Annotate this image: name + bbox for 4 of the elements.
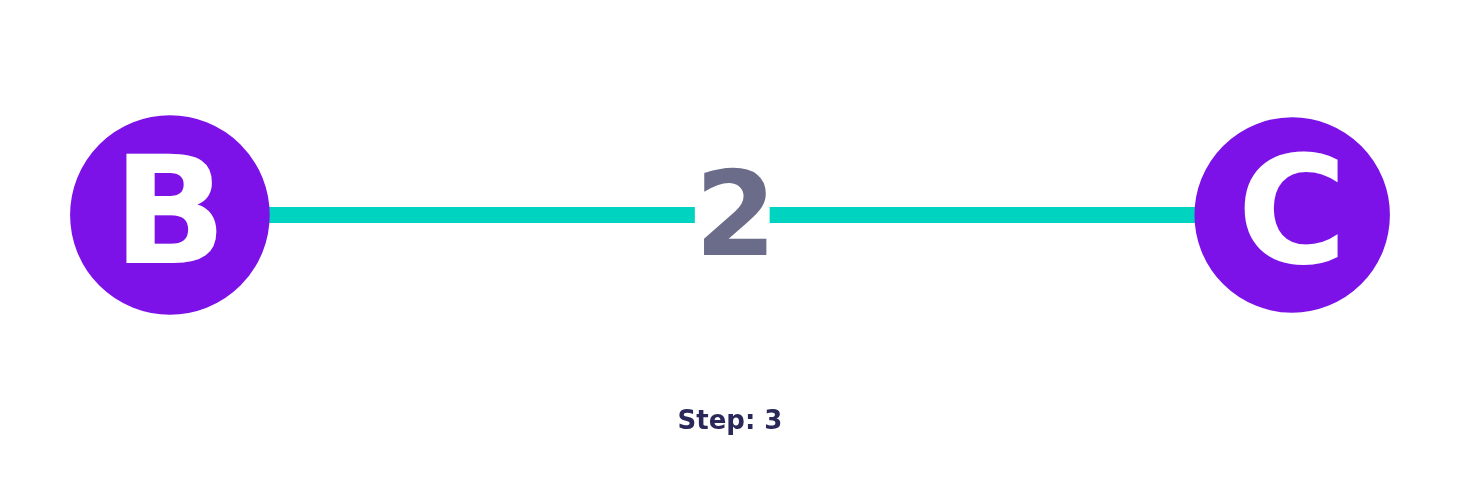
node-circle: C <box>1194 117 1390 313</box>
caption: Step: 3 <box>677 405 783 435</box>
node-circle: B <box>70 115 270 315</box>
edge-label: 2 <box>694 148 771 282</box>
